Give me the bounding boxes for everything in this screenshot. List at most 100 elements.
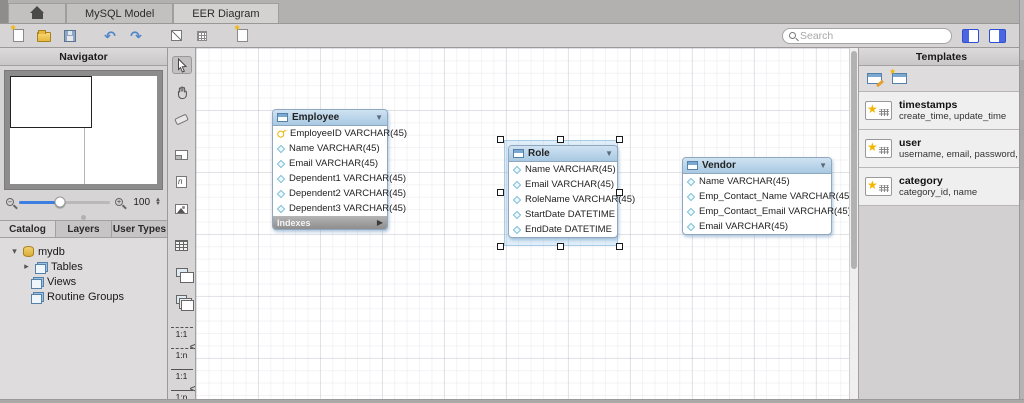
rel-1-n-identifying-button[interactable]: 1:n [170, 384, 195, 402]
tab-user-types[interactable]: User Types [112, 221, 167, 237]
resize-handle-e[interactable] [616, 189, 623, 196]
column-icon [276, 159, 286, 168]
collapse-caret-icon[interactable]: ▼ [375, 113, 383, 122]
vendor-title: Vendor [702, 160, 736, 171]
resize-handle-sw[interactable] [497, 243, 504, 250]
new-template-icon[interactable] [889, 67, 907, 84]
resize-handle-se[interactable] [616, 243, 623, 250]
employee-header[interactable]: Employee ▼ [273, 110, 387, 126]
pan-tool-button[interactable] [172, 83, 192, 101]
employee-field-row[interactable]: Dependent2 VARCHAR(45) [273, 186, 406, 201]
zoom-out-icon[interactable]: – [6, 198, 14, 206]
chevron-right-icon[interactable]: ▸ [24, 261, 29, 271]
dashed-line-icon [170, 327, 193, 329]
layer-tool-button[interactable] [172, 146, 192, 164]
right-sidebar: Templates timestamps create_time, update… [859, 48, 1024, 402]
tab-eer-diagram[interactable]: EER Diagram [173, 3, 279, 23]
tree-item-tables[interactable]: ▸ Tables [10, 259, 167, 274]
new-document-icon [10, 23, 24, 42]
table-icon [277, 113, 288, 122]
template-star-icon [865, 139, 892, 158]
delete-tool-button[interactable] [172, 110, 192, 128]
resize-handle-w[interactable] [497, 189, 504, 196]
template-item-category[interactable]: category category_id, name [859, 168, 1024, 206]
open-document-button[interactable] [34, 27, 54, 45]
zoom-slider-knob[interactable] [54, 196, 66, 208]
rel-1-1-non-identifying-button[interactable]: 1:1 [170, 327, 193, 339]
rel-1-1-identifying-button[interactable]: 1:1 [170, 369, 193, 381]
role-field-row[interactable]: Email VARCHAR(45) [509, 177, 617, 192]
diagram-canvas[interactable]: Employee ▼ EmployeeID VARCHAR(45) Name V… [196, 48, 859, 402]
view-icon [175, 268, 194, 284]
save-button[interactable] [60, 27, 80, 45]
zoom-in-icon[interactable]: + [115, 198, 124, 206]
edit-template-icon[interactable] [867, 73, 882, 84]
scrollbar-thumb[interactable] [851, 51, 857, 269]
employee-field-row[interactable]: Dependent3 VARCHAR(45) [273, 201, 406, 216]
chevron-down-icon[interactable]: ▾ [12, 246, 17, 256]
employee-field-row[interactable]: Name VARCHAR(45) [273, 141, 387, 156]
save-icon [64, 29, 76, 42]
collapse-caret-icon[interactable]: ▼ [819, 161, 827, 170]
select-tool-button[interactable] [171, 56, 192, 74]
employee-field-row[interactable]: Dependent1 VARCHAR(45) [273, 171, 406, 186]
tree-item-mydb[interactable]: ▾ mydb [10, 244, 167, 259]
navigator-viewport-rect[interactable] [10, 76, 93, 128]
resize-handle-nw[interactable] [497, 136, 504, 143]
tab-layers[interactable]: Layers [56, 221, 112, 237]
column-icon [686, 222, 696, 231]
toggle-grid-button[interactable] [192, 27, 212, 45]
vendor-field-row[interactable]: Emp_Contact_Name VARCHAR(45) [683, 189, 852, 204]
toggle-right-panel-icon[interactable] [989, 28, 1006, 43]
role-header[interactable]: Role ▼ [509, 146, 617, 162]
expand-caret-icon[interactable]: ▶ [376, 218, 383, 227]
new-document-button[interactable] [8, 23, 28, 45]
role-field-row[interactable]: Name VARCHAR(45) [509, 162, 617, 177]
tree-item-views[interactable]: Views [10, 274, 167, 289]
role-field-row[interactable]: StartDate DATETIME [509, 207, 617, 222]
vendor-header[interactable]: Vendor ▼ [683, 158, 831, 174]
diagram-table-role[interactable]: Role ▼ Name VARCHAR(45) Email VARCHAR(45… [508, 145, 635, 238]
employee-indexes-bar[interactable]: Indexes ▶ [273, 216, 387, 229]
employee-field-row[interactable]: Email VARCHAR(45) [273, 156, 387, 171]
resize-handle-n[interactable] [557, 136, 564, 143]
toggle-selection-button[interactable] [166, 27, 186, 45]
zoom-stepper[interactable]: ▲▼ [155, 197, 161, 207]
diagram-table-employee[interactable]: Employee ▼ EmployeeID VARCHAR(45) Name V… [272, 109, 407, 230]
zoom-slider[interactable] [19, 196, 111, 208]
new-page-button[interactable] [232, 23, 252, 45]
window-bottom-edge [0, 399, 1024, 403]
resize-handle-ne[interactable] [616, 136, 623, 143]
note-tool-button[interactable]: n [172, 173, 192, 191]
view-tool-button[interactable] [172, 264, 194, 284]
search-box[interactable] [782, 27, 952, 44]
hand-icon [177, 86, 187, 99]
table-tool-button[interactable] [172, 237, 192, 255]
resize-handle-s[interactable] [557, 243, 564, 250]
vendor-field-row[interactable]: Name VARCHAR(45) [683, 174, 831, 189]
navigator-thumbnail[interactable] [4, 70, 163, 190]
diagram-table-vendor[interactable]: Vendor ▼ Name VARCHAR(45) Emp_Contact_Na… [682, 157, 852, 235]
rel-1-n-non-identifying-button[interactable]: 1:n [170, 342, 195, 360]
tab-catalog[interactable]: Catalog [0, 221, 56, 237]
routine-group-tool-button[interactable] [172, 291, 194, 312]
role-field-row[interactable]: RoleName VARCHAR(45) [509, 192, 635, 207]
role-field-row[interactable]: EndDate DATETIME [509, 222, 617, 237]
collapse-caret-icon[interactable]: ▼ [605, 149, 613, 158]
employee-field-row[interactable]: EmployeeID VARCHAR(45) [273, 126, 407, 141]
image-tool-button[interactable] [172, 200, 192, 218]
canvas-vertical-scrollbar[interactable] [849, 48, 858, 402]
template-item-user[interactable]: user username, email, password, cre... [859, 130, 1024, 168]
vendor-field-row[interactable]: Email VARCHAR(45) [683, 219, 831, 234]
template-fields: category_id, name [899, 187, 978, 198]
template-item-timestamps[interactable]: timestamps create_time, update_time [859, 92, 1024, 130]
undo-button[interactable]: ↶ [100, 27, 120, 45]
toggle-left-panel-icon[interactable] [962, 28, 979, 43]
vendor-field-row[interactable]: Emp_Contact_Email VARCHAR(45) [683, 204, 851, 219]
tab-mysql-model[interactable]: MySQL Model [66, 3, 174, 23]
tree-item-routine-groups[interactable]: Routine Groups [10, 289, 167, 304]
column-icon [512, 180, 522, 189]
search-input[interactable] [800, 29, 930, 42]
redo-button[interactable]: ↷ [126, 27, 146, 45]
tab-home[interactable] [8, 3, 66, 23]
